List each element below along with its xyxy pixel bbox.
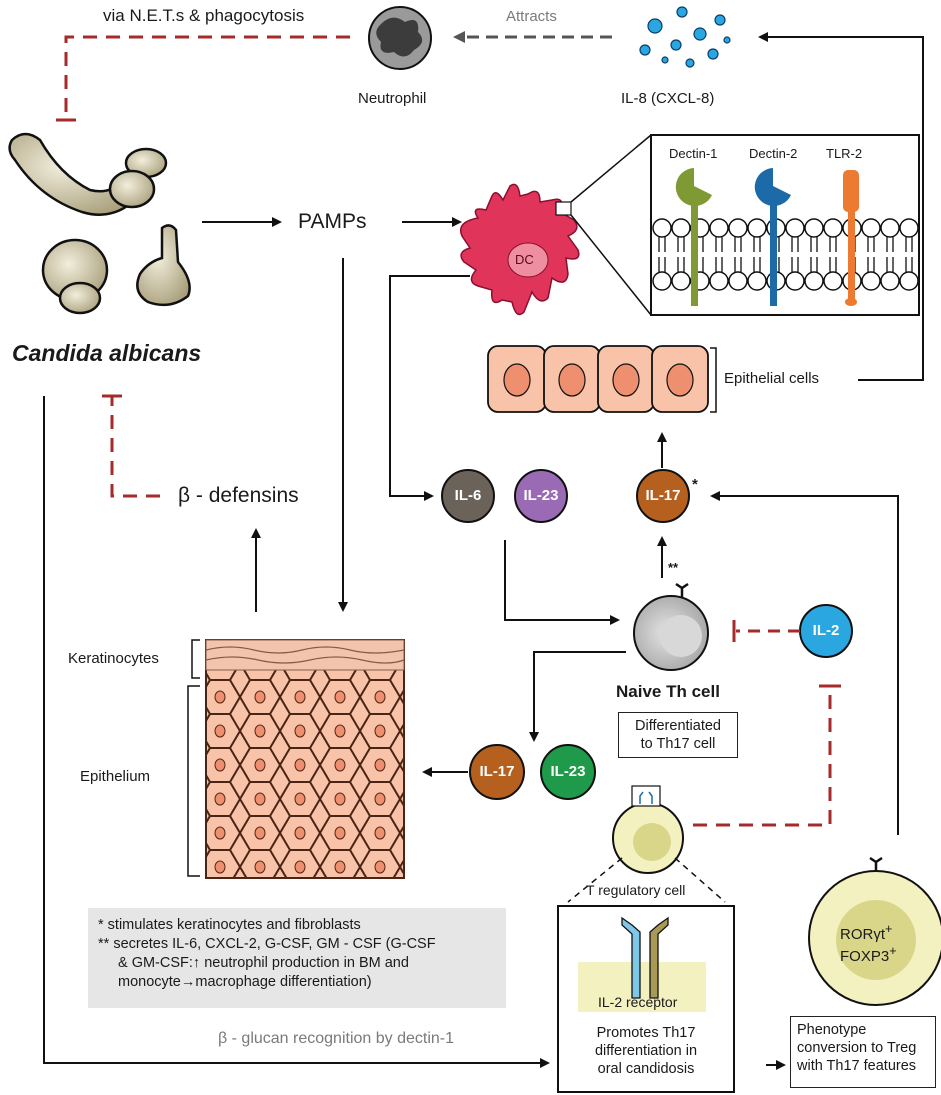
naive-th-cell-icon bbox=[633, 582, 709, 671]
il8-label: IL-8 (CXCL-8) bbox=[621, 90, 715, 107]
il17-circle bbox=[636, 469, 690, 523]
phenotype-box: Phenotype conversion to Treg with Th17 f… bbox=[790, 1016, 936, 1088]
candida-yeast-icon bbox=[41, 224, 191, 315]
differentiated-box: Differentiated to Th17 cell bbox=[618, 712, 738, 758]
membrane-receptor-panel bbox=[650, 134, 920, 316]
neutrophil-label: Neutrophil bbox=[358, 90, 427, 107]
il17-label: IL-17 bbox=[645, 487, 681, 504]
keratinocytes-label: Keratinocytes bbox=[68, 650, 159, 667]
attracts-label: Attracts bbox=[506, 8, 557, 25]
treg-th17-cell-icon bbox=[808, 856, 941, 1006]
candida-hyphae-icon bbox=[8, 132, 168, 216]
il23-label: IL-23 bbox=[523, 487, 559, 504]
treg-label: T regulatory cell bbox=[586, 882, 686, 898]
ror-label: RORγt+ bbox=[840, 922, 893, 943]
il23-lower-label: IL-23 bbox=[550, 763, 586, 780]
epidermis-tissue-icon bbox=[205, 639, 405, 879]
il6-circle bbox=[441, 469, 495, 523]
dendritic-cell-icon bbox=[460, 183, 580, 316]
pamps-label: PAMPs bbox=[298, 210, 367, 233]
net-phagocytosis-label: via N.E.T.s & phagocytosis bbox=[103, 6, 305, 25]
promotes-th17-text: Promotes Th17 differentiation in oral ca… bbox=[594, 1025, 698, 1077]
beta-glucan-label: β - glucan recognition by dectin-1 bbox=[218, 1030, 454, 1047]
foxp3-label: FOXP3+ bbox=[840, 944, 897, 965]
il6-label: IL-6 bbox=[454, 487, 482, 504]
single-asterisk: * bbox=[692, 476, 698, 493]
dectin2-label: Dectin-2 bbox=[749, 146, 798, 161]
candida-title: Candida albicans bbox=[12, 340, 202, 366]
dc-label: DC bbox=[515, 252, 534, 267]
epithelial-cells-icon bbox=[487, 345, 709, 413]
epithelium-label: Epithelium bbox=[80, 768, 151, 785]
beta-defensins-label: β - defensins bbox=[178, 484, 299, 507]
tlr2-label: TLR-2 bbox=[826, 146, 863, 161]
il2-receptor-label: IL-2 receptor bbox=[598, 994, 678, 1010]
naive-th-label: Naive Th cell bbox=[616, 682, 720, 701]
il2-receptor-icon bbox=[621, 916, 669, 999]
epithelial-cells-label: Epithelial cells bbox=[724, 370, 820, 387]
footnote-box: * stimulates keratinocytes and fibroblas… bbox=[88, 908, 506, 1008]
il8-molecules-icon bbox=[639, 6, 731, 68]
il23-circle bbox=[514, 469, 568, 523]
il23-lower-circle bbox=[540, 744, 596, 800]
il2-label: IL-2 bbox=[812, 622, 840, 639]
dectin1-label: Dectin-1 bbox=[669, 146, 718, 161]
neutrophil-icon bbox=[368, 6, 432, 70]
treg-cell-icon bbox=[612, 785, 684, 874]
il17-lower-circle bbox=[469, 744, 525, 800]
double-asterisk: ** bbox=[668, 560, 679, 575]
il17-lower-label: IL-17 bbox=[479, 763, 515, 780]
